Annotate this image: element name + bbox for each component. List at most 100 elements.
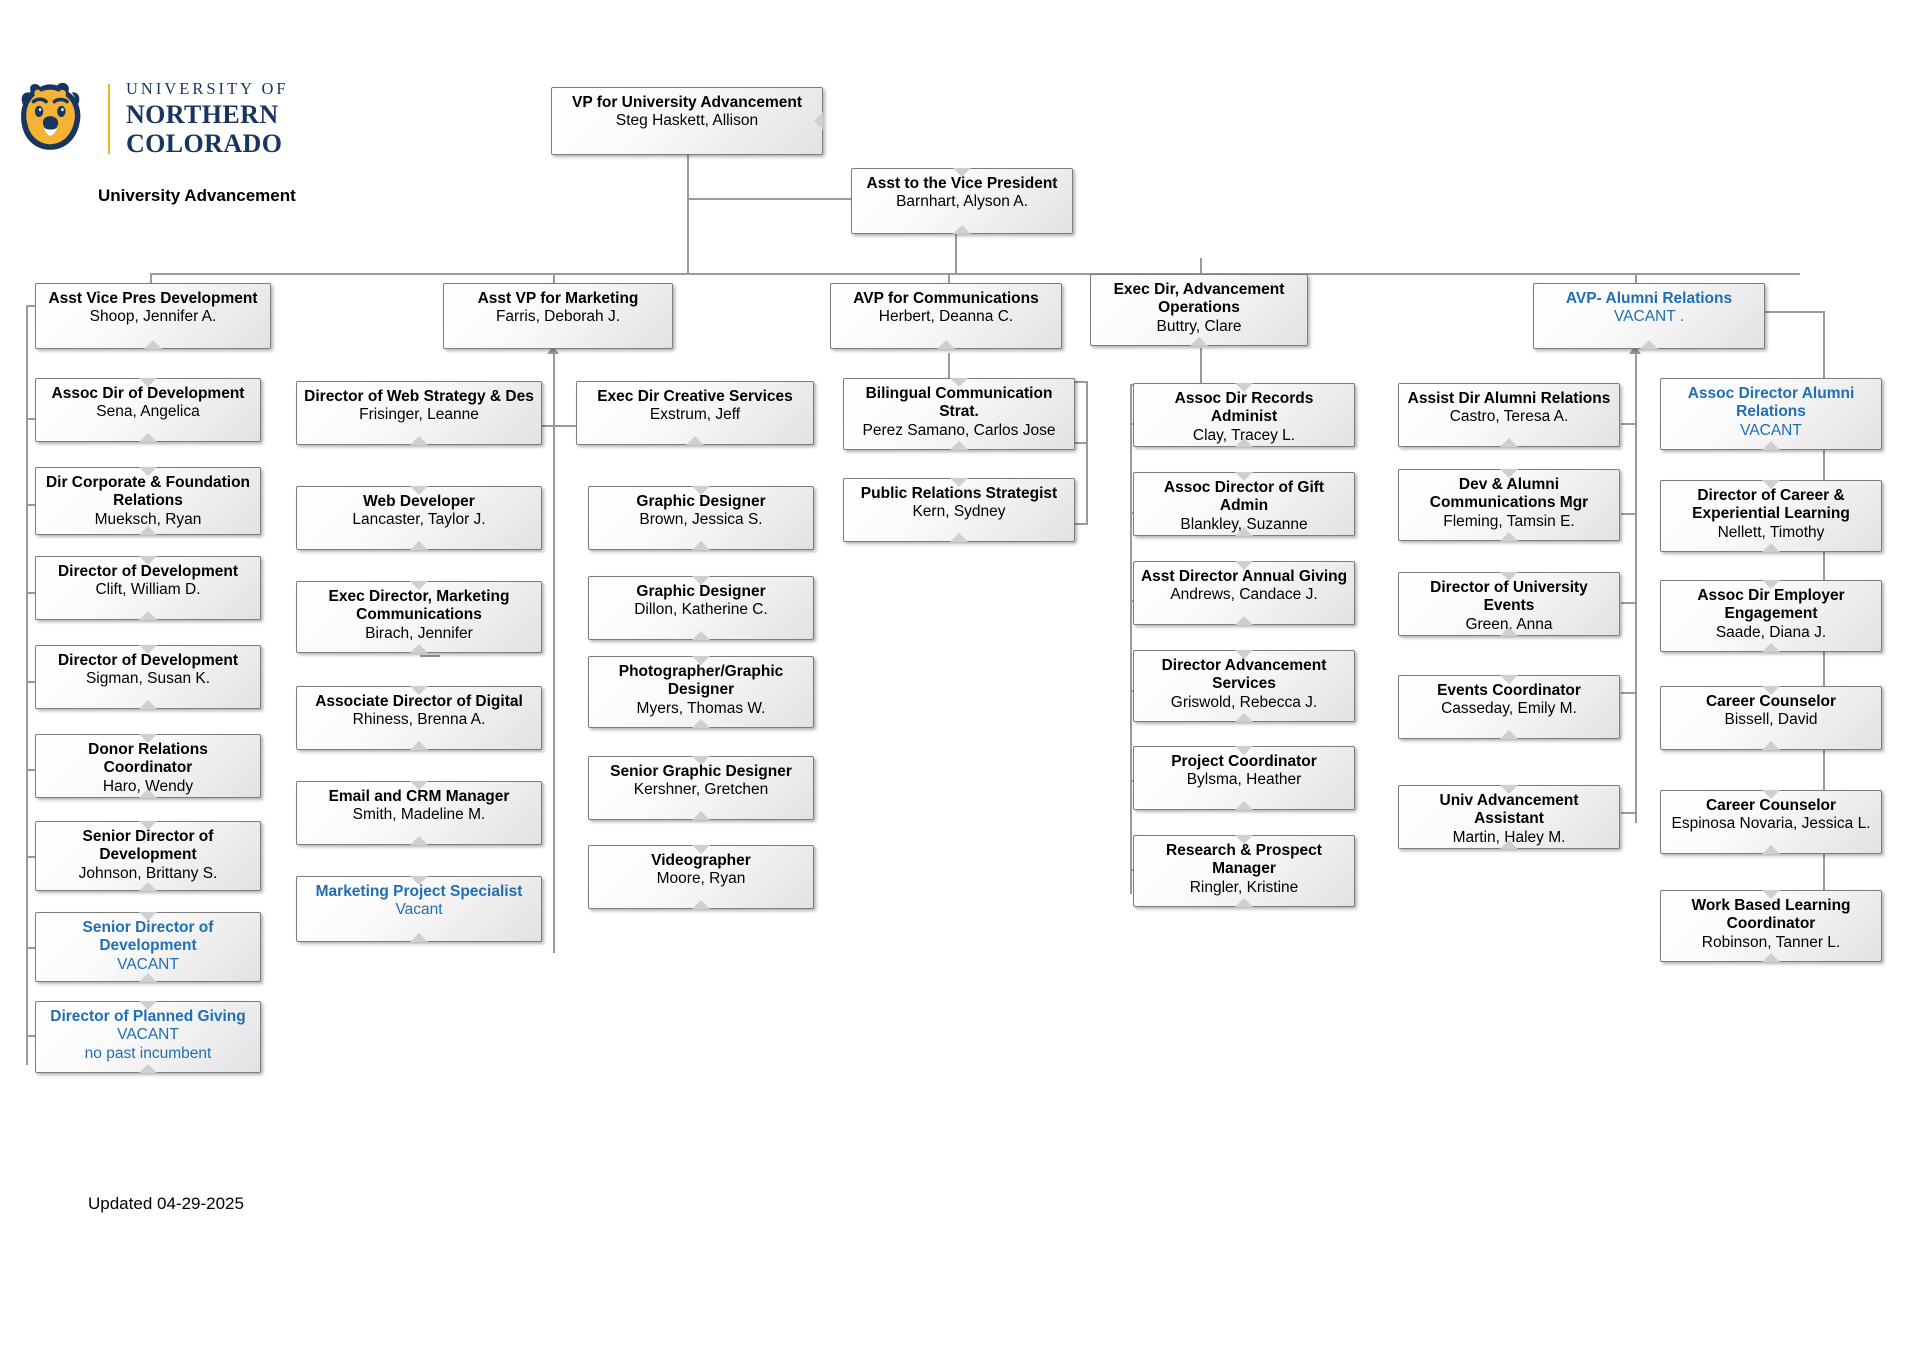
notch-bottom-icon (1235, 616, 1253, 625)
connector-dev-tick-3 (26, 592, 40, 594)
connector-alum-spine (1635, 353, 1637, 823)
node-title: Assoc Dir Records Administ (1174, 390, 1314, 426)
node-title: Graphic Designer (636, 583, 766, 600)
node-univ-advancement-assistant[interactable]: Univ Advancement Assistant Martin, Haley… (1398, 785, 1620, 849)
node-note: no past incumbent (84, 1044, 212, 1062)
connector-dev-tick-2 (26, 504, 40, 506)
node-avp-for-communications[interactable]: AVP for Communications Herbert, Deanna C… (830, 283, 1062, 349)
connector-alum-tick-1 (1621, 423, 1637, 425)
node-donor-relations-coordinator[interactable]: Donor Relations Coordinator Haro, Wendy (35, 734, 261, 798)
connector-com-tick-2 (1072, 523, 1088, 525)
notch-bottom-icon (1235, 801, 1253, 810)
node-title: Email and CRM Manager (328, 788, 510, 805)
node-title: Director of Planned Giving (50, 1008, 246, 1025)
node-exec-dir-advancement-operations[interactable]: Exec Dir, Advancement Operations Buttry,… (1090, 274, 1308, 346)
notch-bottom-icon (139, 700, 157, 709)
node-title: Career Counselor (1705, 797, 1837, 814)
node-title: Dir Corporate & Foundation Relations (45, 474, 251, 510)
logo-line-university-of: UNIVERSITY OF (126, 79, 289, 98)
node-associate-director-of-digital[interactable]: Associate Director of Digital Rhiness, B… (296, 686, 542, 750)
node-name: Vacant (395, 901, 443, 919)
node-title: Exec Dir Creative Services (597, 388, 793, 405)
node-public-relations-strategist[interactable]: Public Relations Strategist Kern, Sydney (843, 478, 1075, 542)
node-asst-to-vice-president[interactable]: Asst to the Vice President Barnhart, Aly… (851, 168, 1073, 234)
node-director-of-planned-giving-vacant[interactable]: Director of Planned Giving VACANT no pas… (35, 1001, 261, 1073)
node-career-counselor-bissell[interactable]: Career Counselor Bissell, David (1660, 686, 1882, 750)
node-title: Public Relations Strategist (860, 485, 1058, 502)
node-asst-director-annual-giving[interactable]: Asst Director Annual Giving Andrews, Can… (1133, 561, 1355, 625)
node-project-coordinator[interactable]: Project Coordinator Bylsma, Heather (1133, 746, 1355, 810)
node-marketing-project-specialist-vacant[interactable]: Marketing Project Specialist Vacant (296, 876, 542, 942)
node-name: Shoop, Jennifer A. (89, 308, 217, 326)
node-director-of-development-clift[interactable]: Director of Development Clift, William D… (35, 556, 261, 620)
connector-drop-development (150, 273, 152, 285)
node-dir-corporate-foundation-relations[interactable]: Dir Corporate & Foundation Relations Mue… (35, 467, 261, 535)
node-assoc-director-alumni-relations-vacant[interactable]: Assoc Director Alumni Relations VACANT (1660, 378, 1882, 450)
node-photographer-graphic-designer[interactable]: Photographer/Graphic Designer Myers, Tho… (588, 656, 814, 728)
node-name: Martin, Haley M. (1452, 828, 1566, 846)
node-avp-alumni-relations-vacant[interactable]: AVP- Alumni Relations VACANT . (1533, 283, 1765, 349)
node-title: Asst to the Vice President (866, 175, 1058, 192)
node-name: Green, Anna (1465, 615, 1553, 633)
connector-asst-stem (955, 233, 957, 275)
node-title: Asst VP for Marketing (477, 290, 639, 307)
node-assoc-dir-of-development[interactable]: Assoc Dir of Development Sena, Angelica (35, 378, 261, 442)
node-email-and-crm-manager[interactable]: Email and CRM Manager Smith, Madeline M. (296, 781, 542, 845)
notch-bottom-icon (692, 541, 710, 550)
node-title: Dev & Alumni Communications Mgr (1429, 476, 1589, 512)
notch-bottom-icon (139, 882, 157, 891)
node-career-counselor-espinosa-novaria[interactable]: Career Counselor Espinosa Novaria, Jessi… (1660, 790, 1882, 854)
node-director-of-web-strategy-and-design[interactable]: Director of Web Strategy & Des Frisinger… (296, 381, 542, 445)
node-director-of-development-sigman[interactable]: Director of Development Sigman, Susan K. (35, 645, 261, 709)
node-asst-vp-for-marketing[interactable]: Asst VP for Marketing Farris, Deborah J. (443, 283, 673, 349)
node-assoc-dir-employer-engagement[interactable]: Assoc Dir Employer Engagement Saade, Dia… (1660, 580, 1882, 652)
connector-dev-tick-1 (26, 418, 40, 420)
node-assoc-dir-records-administ[interactable]: Assoc Dir Records Administ Clay, Tracey … (1133, 383, 1355, 447)
notch-bottom-icon (1762, 441, 1780, 450)
node-graphic-designer-brown[interactable]: Graphic Designer Brown, Jessica S. (588, 486, 814, 550)
node-events-coordinator[interactable]: Events Coordinator Casseday, Emily M. (1398, 675, 1620, 739)
node-name: Brown, Jessica S. (639, 511, 763, 529)
node-senior-director-of-development-vacant[interactable]: Senior Director of Development VACANT (35, 912, 261, 982)
node-work-based-learning-coordinator[interactable]: Work Based Learning Coordinator Robinson… (1660, 890, 1882, 962)
node-name: Saade, Diana J. (1715, 623, 1827, 641)
node-title: Director of Development (57, 563, 238, 580)
node-assist-dir-alumni-relations[interactable]: Assist Dir Alumni Relations Castro, Tere… (1398, 383, 1620, 447)
notch-bottom-icon (139, 1064, 157, 1073)
logo-line-colorado: COLORADO (126, 129, 283, 158)
node-videographer[interactable]: Videographer Moore, Ryan (588, 845, 814, 909)
node-bilingual-communication-strategist[interactable]: Bilingual Communication Strat. Perez Sam… (843, 378, 1075, 450)
node-web-developer[interactable]: Web Developer Lancaster, Taylor J. (296, 486, 542, 550)
node-name: Herbert, Deanna C. (878, 308, 1014, 326)
node-name: Robinson, Tanner L. (1701, 933, 1841, 951)
connector-alum-tick-2 (1621, 513, 1637, 515)
node-graphic-designer-dillon[interactable]: Graphic Designer Dillon, Katherine C. (588, 576, 814, 640)
node-senior-graphic-designer[interactable]: Senior Graphic Designer Kershner, Gretch… (588, 756, 814, 820)
notch-bottom-icon (1190, 337, 1208, 346)
node-title: Senior Director of Development (82, 828, 214, 864)
node-senior-director-of-development-johnson[interactable]: Senior Director of Development Johnson, … (35, 821, 261, 891)
node-director-of-career-experiential-learning[interactable]: Director of Career & Experiential Learni… (1660, 480, 1882, 552)
notch-bottom-icon (692, 811, 710, 820)
connector-alum-tick-4 (1621, 692, 1637, 694)
node-research-prospect-manager[interactable]: Research & Prospect Manager Ringler, Kri… (1133, 835, 1355, 907)
node-director-advancement-services[interactable]: Director Advancement Services Griswold, … (1133, 650, 1355, 722)
node-exec-director-marketing-communications[interactable]: Exec Director, Marketing Communications … (296, 581, 542, 653)
node-dev-alumni-communications-mgr[interactable]: Dev & Alumni Communications Mgr Fleming,… (1398, 469, 1620, 541)
notch-bottom-icon (692, 719, 710, 728)
node-name: Haro, Wendy (102, 777, 194, 795)
node-title: Senior Director of Development (82, 919, 214, 955)
node-exec-dir-creative-services[interactable]: Exec Dir Creative Services Exstrum, Jeff (576, 381, 814, 445)
notch-bottom-icon (1762, 543, 1780, 552)
node-name: Kershner, Gretchen (633, 781, 769, 799)
node-name: Ringler, Kristine (1189, 878, 1299, 896)
connector-drop-communications (948, 273, 950, 285)
node-director-of-university-events[interactable]: Director of University Events Green, Ann… (1398, 572, 1620, 636)
notch-bottom-icon (937, 340, 955, 349)
node-vp-university-advancement[interactable]: VP for University Advancement Steg Haske… (551, 87, 823, 155)
node-name: Clay, Tracey L. (1192, 426, 1296, 444)
node-asst-vice-pres-development[interactable]: Asst Vice Pres Development Shoop, Jennif… (35, 283, 271, 349)
notch-bottom-icon (1762, 845, 1780, 854)
node-assoc-director-of-gift-admin[interactable]: Assoc Director of Gift Admin Blankley, S… (1133, 472, 1355, 536)
node-title: Director of University Events (1430, 579, 1588, 615)
